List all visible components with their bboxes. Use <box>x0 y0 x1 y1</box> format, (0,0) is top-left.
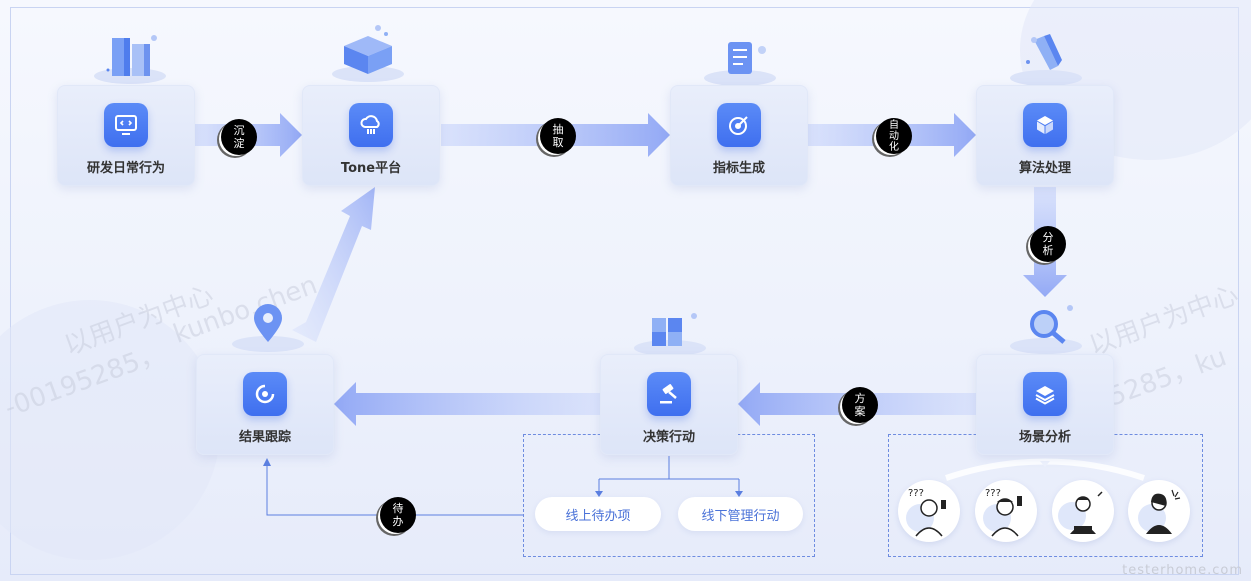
code-monitor-icon <box>104 103 148 147</box>
node-result-tracking: 结果跟踪 <box>196 354 334 455</box>
persona-confused-avatar: ??? <box>898 480 960 542</box>
layers-icon <box>1023 372 1067 416</box>
node-dev-behavior: 研发日常行为 <box>57 85 195 186</box>
connector-todo-to-tracking <box>266 462 524 516</box>
arrow-decision-to-tracking <box>334 382 600 426</box>
background-blob <box>0 300 220 560</box>
tag-fenxi: 分析 <box>1030 226 1066 262</box>
box-icon <box>332 25 404 82</box>
refresh-icon <box>243 372 287 416</box>
node-scene-analysis: 场景分析 <box>976 354 1114 455</box>
node-algorithm-processing: 算法处理 <box>976 85 1114 186</box>
diagram-frame <box>10 7 1239 575</box>
tag-fangan: 方案 <box>842 387 878 423</box>
svg-text:???: ??? <box>985 488 1001 499</box>
offline-action-pill: 线下管理行动 <box>678 497 803 531</box>
tag-chen: 沉淀 <box>221 119 257 155</box>
magnifier-icon <box>1010 305 1082 354</box>
persona-working-avatar <box>1052 480 1114 542</box>
online-todo-pill: 线上待办项 <box>535 497 661 531</box>
node-label: 场景分析 <box>1018 430 1071 445</box>
tag-chou: 抽取 <box>540 118 576 154</box>
document-icon <box>704 42 776 86</box>
target-icon <box>717 103 761 147</box>
node-label: Tone平台 <box>340 161 402 176</box>
tag-daiban: 待办 <box>380 497 416 533</box>
cubes-icon <box>634 313 706 356</box>
node-metric-generation: 指标生成 <box>670 85 808 186</box>
node-label: 指标生成 <box>712 161 765 176</box>
arrow-tracking-to-tone <box>292 187 375 342</box>
tag-auto: 自动化 <box>876 118 912 154</box>
svg-text:???: ??? <box>908 488 924 499</box>
connector-decision-split <box>598 456 740 495</box>
persona-thinking-avatar: ??? <box>975 480 1037 542</box>
node-label: 研发日常行为 <box>86 161 165 176</box>
gavel-icon <box>647 372 691 416</box>
node-label: 决策行动 <box>642 430 695 445</box>
cube-icon <box>1023 103 1067 147</box>
cloud-icon <box>349 103 393 147</box>
rocket-icon <box>1010 34 1082 86</box>
node-label: 结果跟踪 <box>238 430 291 445</box>
node-tone-platform: Tone平台 <box>302 85 440 186</box>
books-icon <box>94 35 166 84</box>
node-label: 算法处理 <box>1018 161 1071 176</box>
persona-idea-avatar <box>1128 480 1190 542</box>
node-decision-action: 决策行动 <box>600 354 738 455</box>
corner-watermark: testerhome.com <box>1122 563 1243 578</box>
location-pin-icon <box>232 304 304 352</box>
